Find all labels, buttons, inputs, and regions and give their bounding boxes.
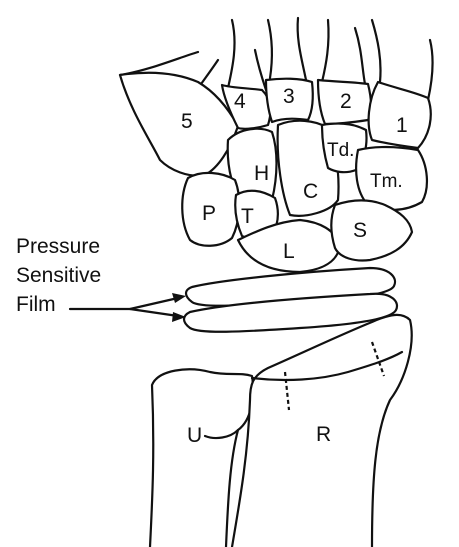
pointer-line-upper <box>70 298 178 309</box>
arrowhead-upper <box>172 293 186 303</box>
film-pointer <box>70 293 186 322</box>
label-metacarpal-4: 4 <box>234 90 246 113</box>
metacarpal-2-shaft <box>322 20 365 84</box>
label-metacarpal-3: 3 <box>283 85 295 108</box>
label-hamate: H <box>254 162 269 185</box>
label-scaphoid: S <box>353 219 367 242</box>
metacarpal-3-shaft <box>268 18 306 80</box>
label-capitate: C <box>303 180 318 203</box>
label-pisiform: P <box>202 202 216 225</box>
label-ulna: U <box>187 424 202 447</box>
metacarpal-4-shaft <box>228 20 266 90</box>
label-triquetrum: T <box>241 205 254 228</box>
label-metacarpal-5: 5 <box>181 110 193 133</box>
film-caption-line-3: Film <box>16 293 56 316</box>
label-metacarpal-2: 2 <box>340 90 352 113</box>
metacarpal-5 <box>120 73 238 176</box>
label-trapezium: Tm. <box>370 171 403 192</box>
label-trapezoid: Td. <box>327 140 354 161</box>
label-radius: R <box>316 423 331 446</box>
label-lunate: L <box>283 240 295 263</box>
pointer-line-lower <box>130 309 178 316</box>
film-caption-line-2: Sensitive <box>16 264 101 287</box>
label-metacarpal-1: 1 <box>396 114 408 137</box>
film-caption-line-1: Pressure <box>16 235 100 258</box>
